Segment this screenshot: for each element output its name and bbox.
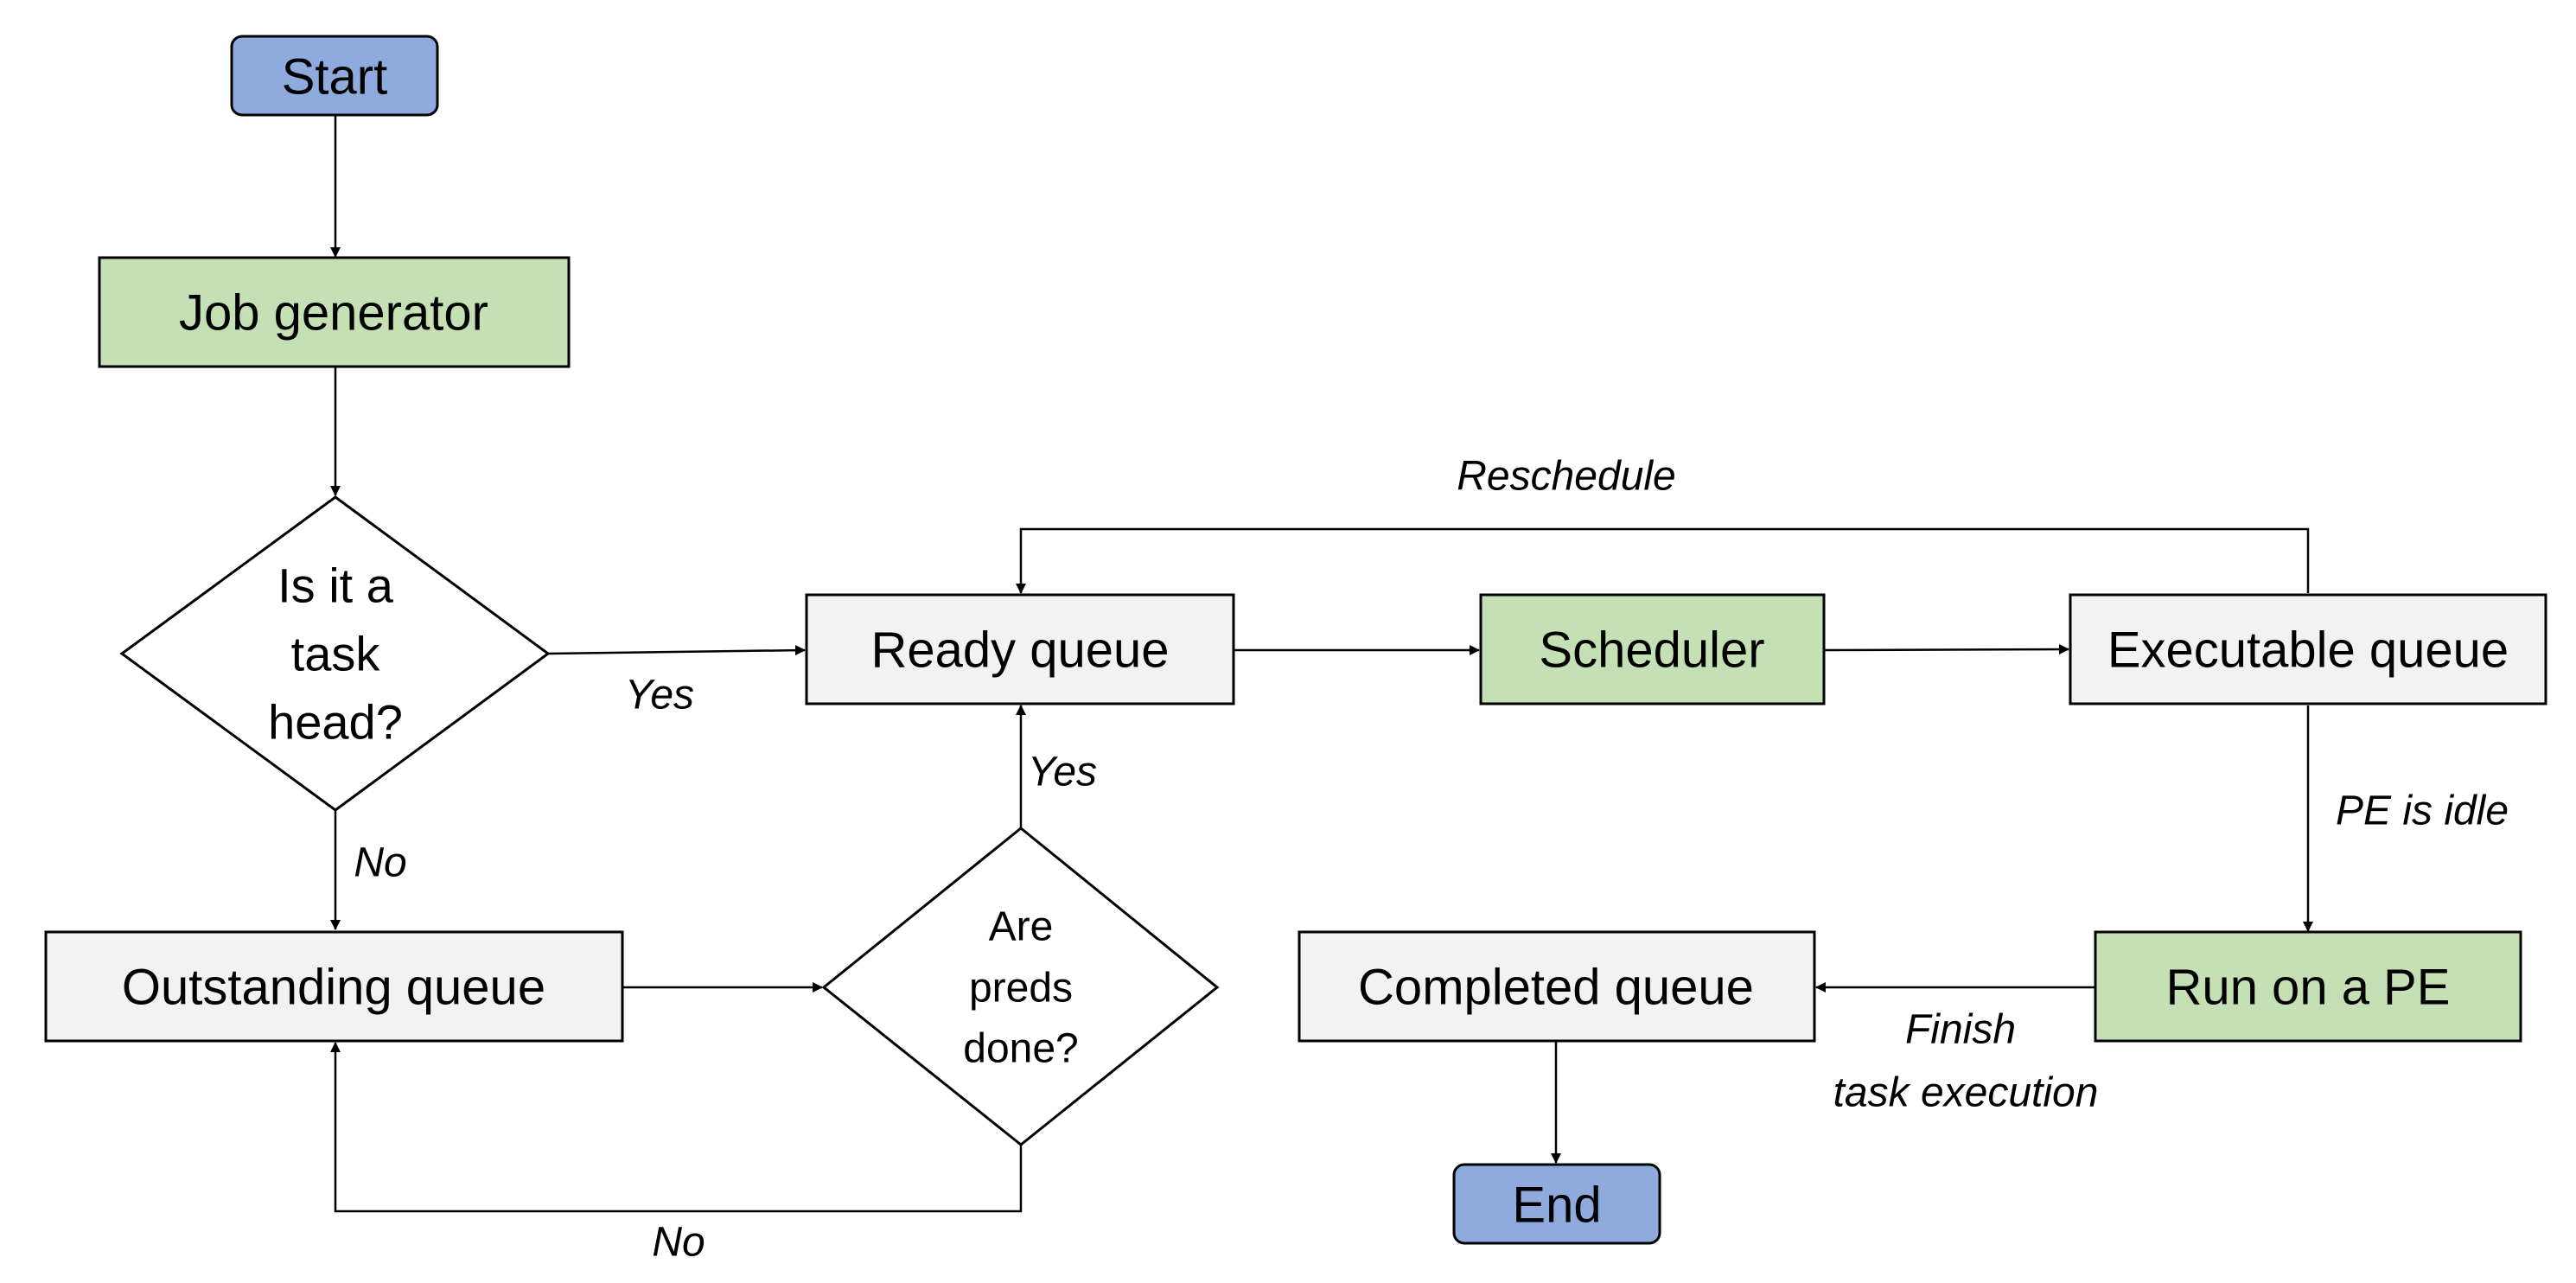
completed-queue-shape: [1298, 930, 1816, 1043]
task-head-decision-line-2: task: [291, 627, 381, 681]
preds-decision-shape: [821, 827, 1220, 1146]
outstanding-queue-node: Outstanding queue: [44, 930, 624, 1043]
end-label: End: [1512, 1178, 1601, 1234]
finish-label-line-2: task execution: [1833, 1070, 2099, 1116]
executable-queue-label: Executable queue: [2107, 622, 2509, 679]
reschedule-label: Reschedule: [1457, 454, 1676, 500]
run-on-pe-node: Run on a PE: [2094, 930, 2522, 1043]
ready-queue-node: Ready queue: [805, 593, 1235, 705]
preds-decision-line-2: preds: [969, 966, 1073, 1012]
edge-reschedule-loop: [1016, 527, 2310, 594]
preds-yes-label: Yes: [1028, 750, 1097, 795]
completed-queue-node: Completed queue: [1298, 930, 1816, 1043]
start-node: Start: [230, 35, 439, 117]
ready-queue-shape: [805, 593, 1235, 705]
task-head-yes-label: Yes: [625, 673, 694, 718]
outstanding-queue-label: Outstanding queue: [122, 960, 545, 1016]
finish-label-line-1: Finish: [1905, 1007, 2016, 1053]
job-generator-node: Job generator: [98, 256, 571, 368]
task-head-decision-line-1: Is it a: [277, 559, 394, 613]
edge-preds-no-loop: [330, 1042, 1023, 1213]
start-label: Start: [282, 49, 388, 105]
preds-decision-line-1: Are: [989, 904, 1054, 950]
scheduler-label: Scheduler: [1539, 622, 1764, 679]
preds-no-label: No: [652, 1220, 705, 1266]
task-head-decision-node: Is it a task head?: [119, 495, 551, 812]
edge-scheduler-to-executable-queue: [1824, 644, 2069, 655]
run-on-pe-shape: [2094, 930, 2522, 1043]
scheduler-node: Scheduler: [1479, 593, 1826, 705]
executable-queue-shape: [2069, 593, 2547, 705]
pe-idle-label: PE is idle: [2336, 788, 2509, 834]
edge-labels: Reschedule Yes No Yes No PE is idle Fini…: [354, 454, 2509, 1266]
task-head-decision-line-3: head?: [268, 695, 403, 750]
scheduler-shape: [1479, 593, 1826, 705]
task-head-decision-shape: [119, 495, 551, 812]
ready-queue-label: Ready queue: [870, 622, 1169, 679]
end-shape: [1452, 1163, 1661, 1245]
task-head-no-label: No: [354, 840, 406, 886]
run-on-pe-label: Run on a PE: [2166, 960, 2451, 1016]
job-generator-label: Job generator: [179, 285, 488, 341]
executable-queue-node: Executable queue: [2069, 593, 2547, 705]
job-generator-shape: [98, 256, 571, 368]
end-node: End: [1452, 1163, 1661, 1245]
preds-decision-line-3: done?: [963, 1026, 1078, 1072]
edge-decision-yes-to-ready-queue: [547, 645, 806, 656]
completed-queue-label: Completed queue: [1358, 960, 1754, 1016]
edges: [330, 115, 2313, 1213]
preds-decision-node: Are preds done?: [821, 827, 1220, 1146]
outstanding-queue-shape: [44, 930, 624, 1043]
start-shape: [230, 35, 439, 117]
